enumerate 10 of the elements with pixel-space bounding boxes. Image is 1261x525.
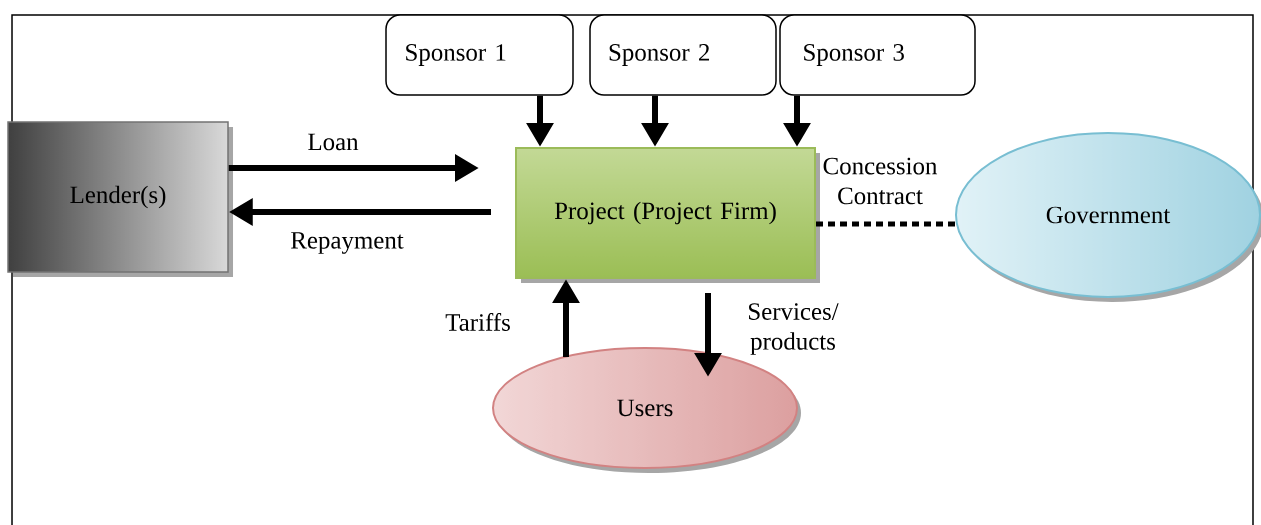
- project-box: Project (Project Firm): [515, 147, 820, 283]
- edge-label: Concession Contract: [823, 157, 938, 205]
- sponsor-box: Sponsor 3: [779, 14, 976, 96]
- edge-label: Repayment: [291, 232, 404, 254]
- edge-label: Tariffs: [445, 313, 510, 331]
- lender-box: Lender(s): [7, 121, 233, 277]
- sponsor-box: Sponsor 2: [589, 14, 777, 96]
- sponsor-box: Sponsor 1: [385, 14, 574, 96]
- dotted-line: [816, 221, 955, 227]
- edge-label: Loan: [308, 133, 359, 151]
